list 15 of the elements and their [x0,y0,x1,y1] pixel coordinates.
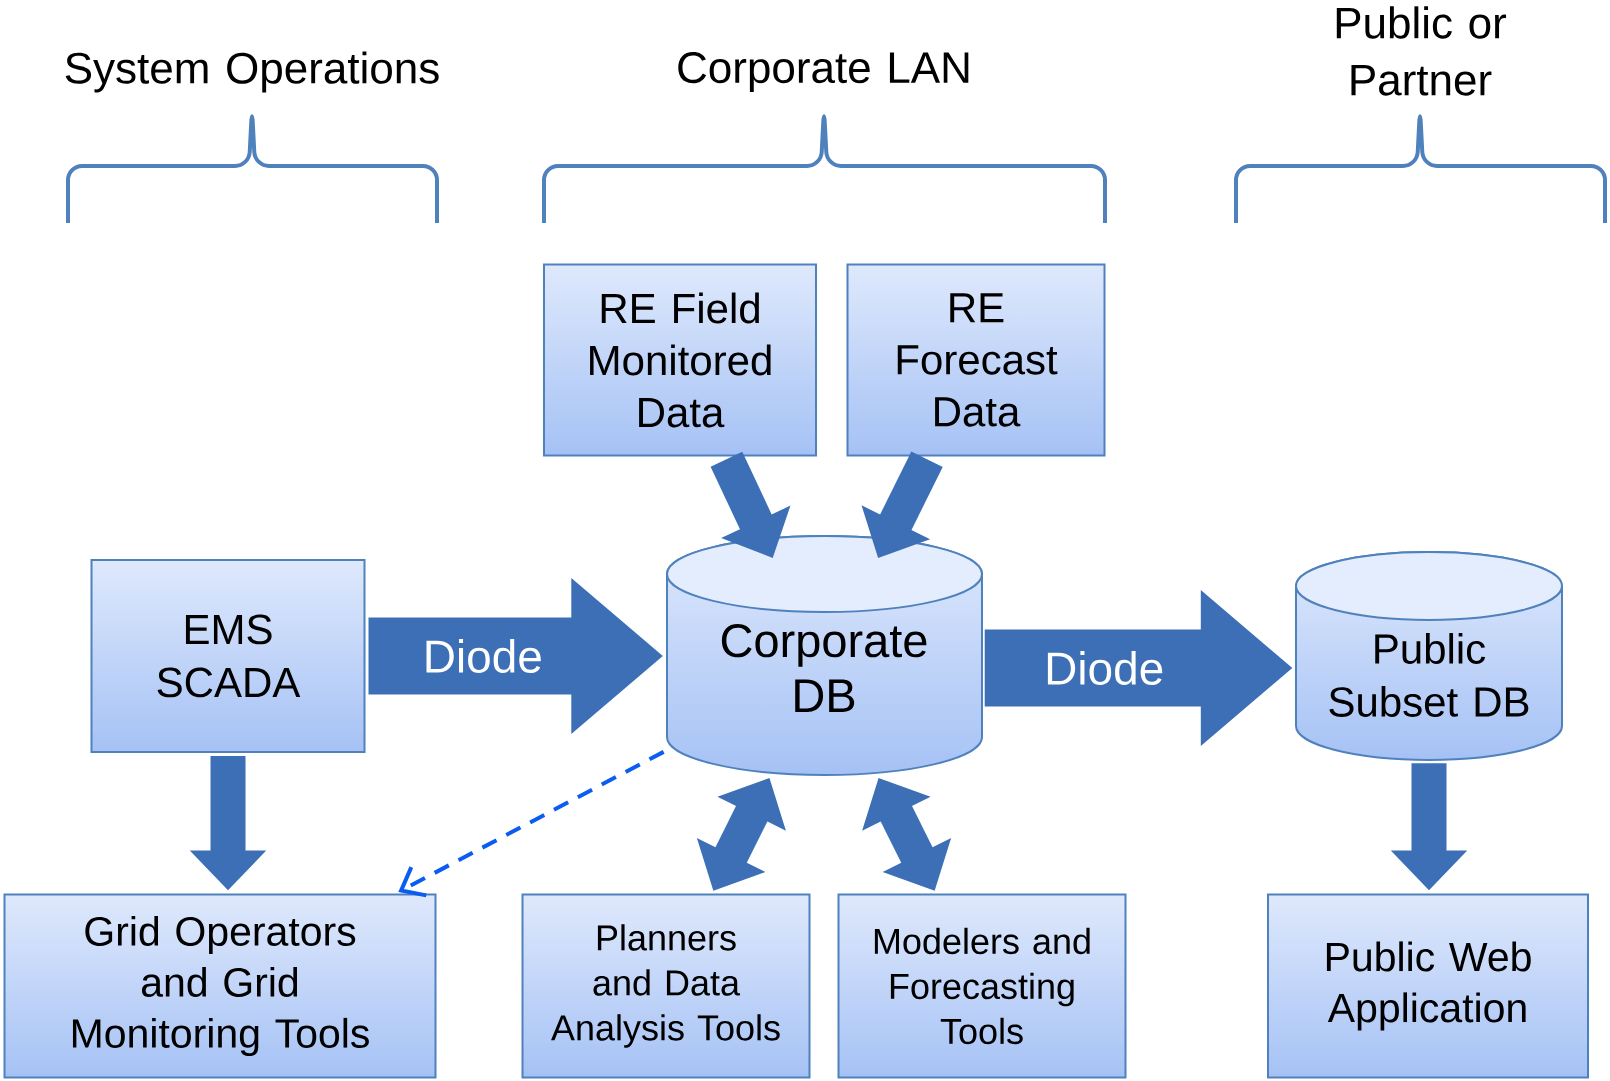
column-heading: System Operations [65,51,439,93]
process-box: Public Web Application [1267,893,1589,1079]
process-box: EMS SCADA [90,559,366,753]
process-box: Modelers and Forecasting Tools [837,893,1127,1079]
database-cylinder: Public Subset DB [1295,551,1563,761]
column-heading: Corporate LAN [678,52,969,92]
process-box: RE Forecast Data [846,263,1106,457]
process-box: RE Field Monitored Data [543,263,817,457]
process-box: Planners and Data Analysis Tools [521,893,811,1079]
column-heading: Public or Partner [1336,6,1507,96]
edge-label: Diode [1047,651,1163,685]
dashed-arrow [398,750,665,898]
database-cylinder: Corporate DB [666,535,983,776]
process-box: Grid Operators and Grid Monitoring Tools [3,893,437,1079]
edge-label: Diode [426,639,541,673]
